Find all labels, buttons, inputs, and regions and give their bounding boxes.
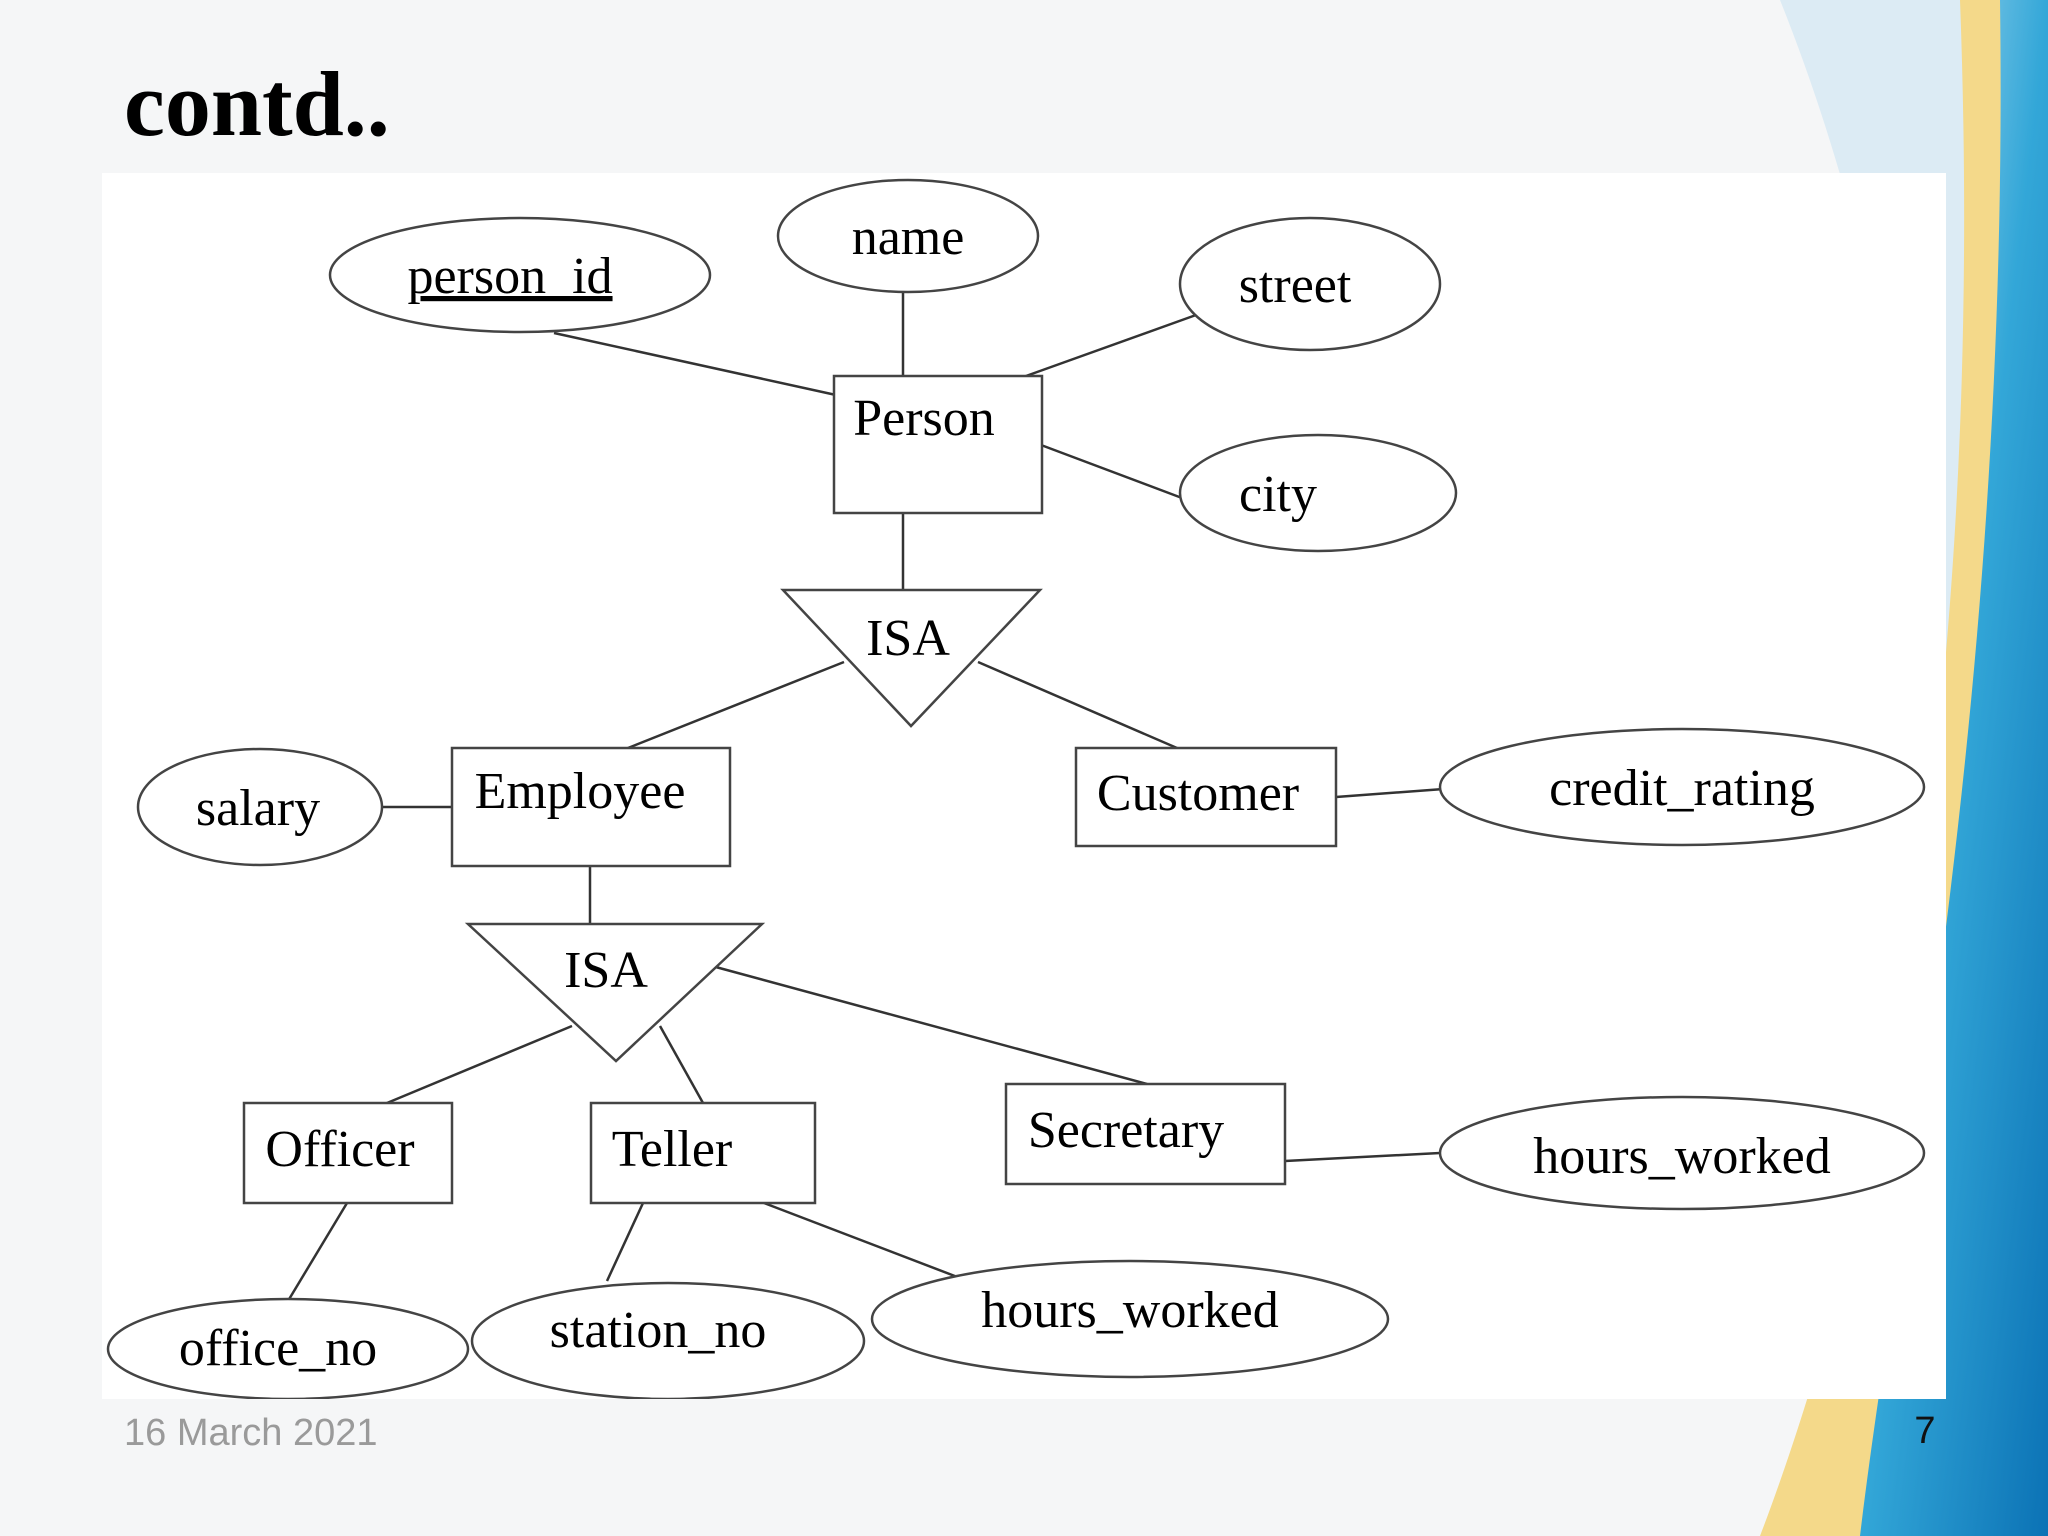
isa-person-relationship: ISA: [780, 588, 1043, 728]
slide-number: 7: [1914, 1410, 1936, 1452]
link-street: [1025, 313, 1197, 378]
link-isa-teller: [658, 1025, 705, 1104]
attribute-street-label: street: [1239, 257, 1352, 314]
link-isa-customer: [977, 660, 1178, 750]
link-teller-hours: [763, 1201, 961, 1280]
attribute-credit-rating-label: credit_rating: [1549, 760, 1815, 817]
attribute-street: street: [1178, 216, 1442, 352]
connector-lines: [286, 291, 1458, 1302]
entity-customer-label: Customer: [1097, 765, 1299, 822]
entity-employee-label: Employee: [475, 763, 686, 820]
entity-person-label: Person: [853, 390, 995, 447]
link-isa-officer: [386, 1024, 573, 1105]
entity-secretary: Secretary: [1004, 1082, 1287, 1186]
attribute-city: city: [1178, 433, 1458, 553]
entity-customer: Customer: [1074, 746, 1338, 848]
attribute-station-no-label: station_no: [550, 1302, 767, 1359]
link-station-no: [605, 1202, 645, 1282]
entity-teller-label: Teller: [612, 1121, 733, 1178]
attribute-office-no-label: office_no: [179, 1320, 377, 1377]
link-secretary-hours: [1284, 1151, 1441, 1163]
entity-officer: Officer: [242, 1101, 454, 1205]
attribute-salary: salary: [136, 747, 384, 867]
attribute-secretary-hours-worked-label: hours_worked: [1533, 1128, 1831, 1185]
entity-teller: Teller: [589, 1101, 817, 1205]
attribute-teller-hours-worked: hours_worked: [870, 1259, 1390, 1379]
attribute-person-id-label: person_id: [407, 248, 612, 305]
er-diagram: person_id name street city salary credit…: [106, 178, 1926, 1399]
link-city: [1040, 443, 1183, 500]
slide-title: contd..: [124, 53, 390, 155]
attribute-name: name: [776, 178, 1040, 294]
attribute-credit-rating: credit_rating: [1438, 727, 1926, 847]
isa-employee-label: ISA: [564, 942, 648, 999]
link-isa-employee: [627, 660, 845, 750]
link-person-id: [553, 331, 837, 397]
slide-date: 16 March 2021: [124, 1412, 378, 1454]
link-isa-secretary: [711, 964, 1148, 1086]
attribute-station-no: station_no: [470, 1281, 866, 1399]
link-credit-rating: [1335, 786, 1458, 799]
attribute-secretary-hours-worked: hours_worked: [1438, 1095, 1926, 1211]
entity-officer-label: Officer: [265, 1121, 414, 1178]
attribute-salary-label: salary: [196, 780, 320, 837]
entity-employee: Employee: [450, 746, 732, 868]
attribute-city-label: city: [1239, 466, 1317, 523]
entity-secretary-label: Secretary: [1028, 1102, 1224, 1159]
attribute-name-label: name: [852, 209, 965, 266]
er-diagram-panel: person_id name street city salary credit…: [102, 173, 1946, 1399]
attribute-teller-hours-worked-label: hours_worked: [981, 1282, 1279, 1339]
isa-person-label: ISA: [866, 610, 950, 667]
attribute-office-no: office_no: [106, 1297, 470, 1399]
attribute-person-id: person_id: [328, 216, 712, 334]
blue-wave: [1860, 0, 2048, 1536]
link-office-no: [286, 1202, 349, 1302]
entity-person: Person: [832, 374, 1044, 515]
isa-employee-relationship: ISA: [464, 922, 766, 1063]
